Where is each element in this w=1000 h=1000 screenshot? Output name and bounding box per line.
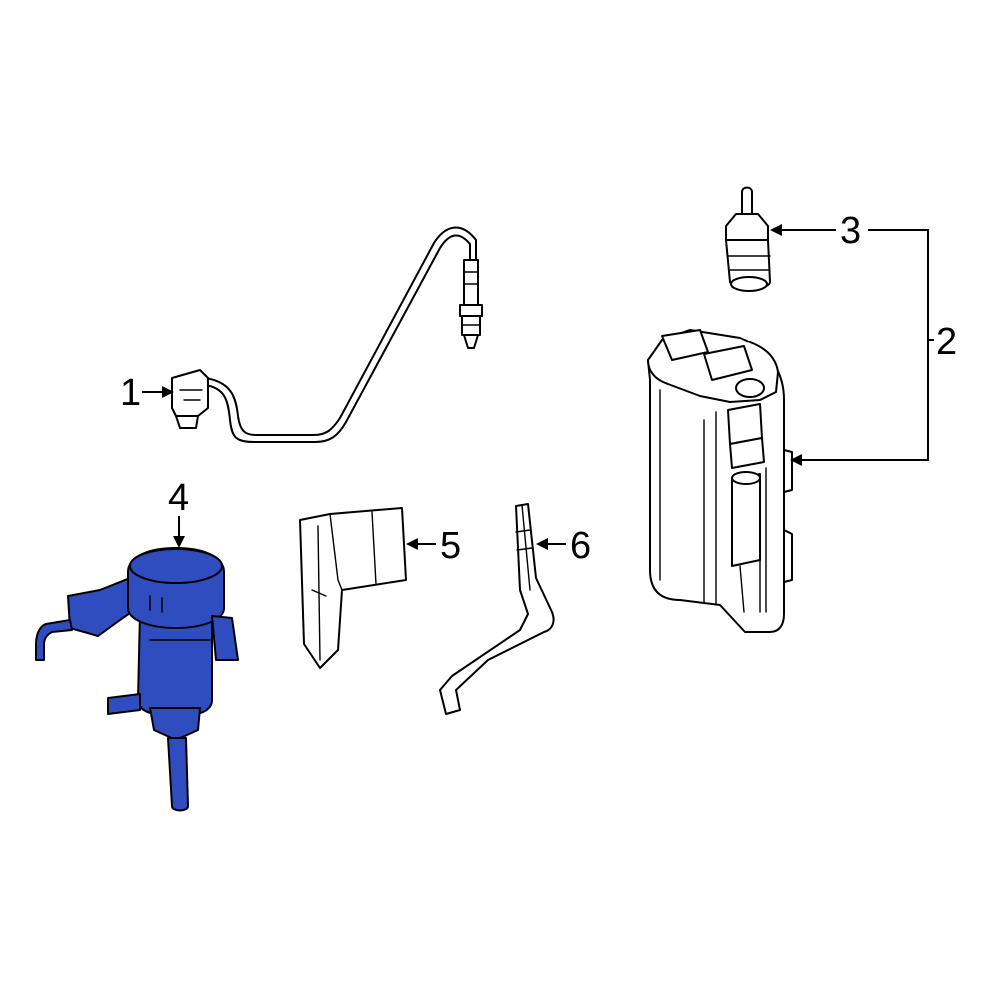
part-5-bracket[interactable] <box>299 507 407 669</box>
callout-6: 6 <box>536 525 591 567</box>
part-4-fill <box>129 548 223 584</box>
arrow-icon <box>770 224 782 236</box>
arrow-icon <box>790 454 802 466</box>
callout-3-label: 3 <box>840 210 861 252</box>
callout-1: 1 <box>120 372 174 414</box>
part-3-valve[interactable] <box>725 186 771 292</box>
callout-4: 4 <box>168 477 189 548</box>
part-2-canister[interactable] <box>647 329 793 633</box>
arrow-icon <box>162 386 174 398</box>
arrow-icon <box>173 536 185 548</box>
callout-4-label: 4 <box>168 477 189 519</box>
part-4-fill <box>149 707 201 741</box>
callout-2: 2 <box>790 229 957 466</box>
callout-5-label: 5 <box>440 525 461 567</box>
arrow-icon <box>406 538 418 550</box>
callout-1-label: 1 <box>120 372 141 414</box>
part-4-fill <box>35 619 73 661</box>
part-4-solenoid-valve[interactable] <box>35 547 239 812</box>
part-1-oxygen-sensor[interactable] <box>171 226 483 443</box>
callout-5: 5 <box>406 525 461 567</box>
arrow-icon <box>536 538 548 550</box>
part-4-fill <box>167 737 189 812</box>
callout-2-label: 2 <box>936 321 957 363</box>
callout-3: 3 <box>770 210 861 252</box>
callout-6-label: 6 <box>570 525 591 567</box>
part-6-bracket-arm[interactable] <box>439 503 555 715</box>
part-4-fill <box>211 615 239 661</box>
part-4-fill <box>107 693 141 715</box>
